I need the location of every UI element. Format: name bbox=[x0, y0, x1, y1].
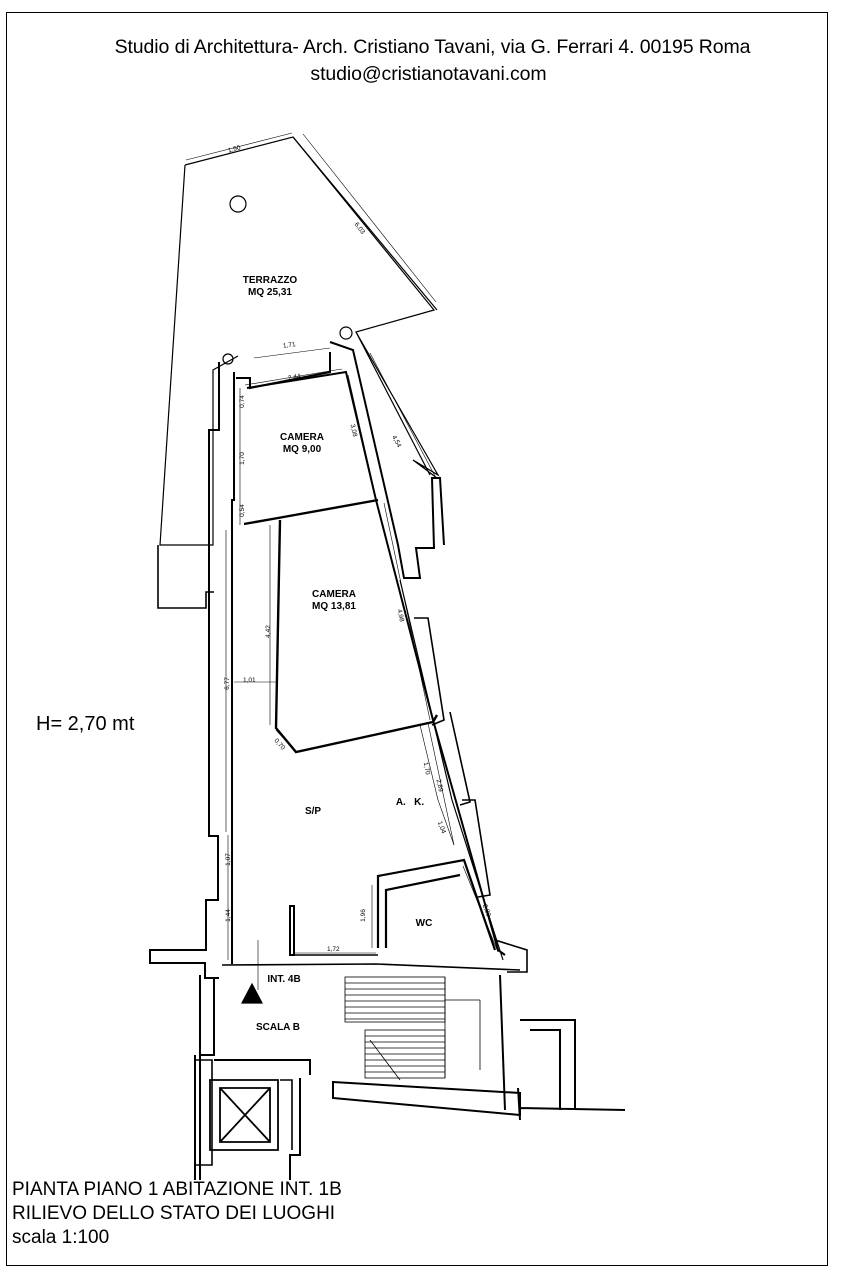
terrace-outline bbox=[184, 136, 440, 479]
elevator-shaft bbox=[209, 1079, 279, 1151]
plan-caption: PIANTA PIANO 1 ABITAZIONE INT. 1B RILIEV… bbox=[12, 1178, 342, 1250]
staircase bbox=[344, 976, 481, 1081]
studio-email: studio@cristianotavani.com bbox=[310, 63, 547, 85]
east-wall-long-outer bbox=[399, 579, 504, 961]
dim-4-42: 4,42 bbox=[264, 625, 272, 638]
east-wall-piers bbox=[414, 617, 528, 973]
dim-0-54: 0,54 bbox=[238, 504, 246, 517]
dim-0-74: 0,74 bbox=[238, 395, 246, 408]
room-terrazzo-area: MQ 25,31 bbox=[248, 287, 292, 298]
west-wall-stub bbox=[157, 545, 214, 609]
lower-left-wall bbox=[195, 1059, 293, 1166]
camera1-top-wall bbox=[236, 352, 331, 390]
room-ak: A. K. bbox=[395, 797, 425, 808]
entrance-partition bbox=[289, 905, 295, 956]
dim-1-70: 1,70 bbox=[238, 452, 246, 465]
room-sp: S/P bbox=[304, 806, 322, 817]
terrace-right-edge bbox=[292, 136, 438, 476]
dim-1-72: 1,72 bbox=[327, 946, 340, 953]
room-camera-2: CAMERA MQ 13,81 bbox=[312, 589, 356, 613]
terrace-column-small-1 bbox=[339, 326, 353, 340]
dimension-lines bbox=[185, 132, 499, 990]
entrance-arrow-icon bbox=[241, 982, 263, 1004]
terrace-left-edge bbox=[159, 164, 239, 546]
room-terrazzo: TERRAZZO MQ 25,31 bbox=[243, 275, 297, 299]
west-wall-inner bbox=[231, 372, 235, 964]
room-wc: WC bbox=[415, 918, 433, 929]
west-wall-outer bbox=[149, 362, 220, 979]
room-terrazzo-name: TERRAZZO bbox=[242, 275, 298, 286]
plan-caption-title: PIANTA PIANO 1 ABITAZIONE INT. 1B bbox=[12, 1179, 342, 1200]
studio-address: Studio di Architettura- Arch. Cristiano … bbox=[114, 36, 751, 58]
room-camera-2-name: CAMERA bbox=[312, 589, 356, 600]
terrace-column-circle bbox=[229, 195, 247, 213]
label-int: INT. 4B bbox=[267, 974, 301, 985]
camera-divider-wall bbox=[243, 498, 379, 526]
east-wall-long bbox=[375, 499, 506, 956]
drawing-frame bbox=[6, 12, 828, 1266]
wc-walls bbox=[376, 858, 497, 951]
room-camera-2-area: MQ 13,81 bbox=[312, 601, 356, 612]
dim-1-07: 1,07 bbox=[224, 853, 232, 866]
dim-1-96: 1,96 bbox=[359, 909, 367, 922]
label-scala: SCALA B bbox=[255, 1022, 301, 1033]
dim-6-77: 6,77 bbox=[223, 677, 231, 690]
terrace-column-small-2 bbox=[222, 353, 234, 365]
room-camera-1-area: MQ 9,00 bbox=[282, 444, 322, 455]
dim-1-44: 1,44 bbox=[224, 909, 232, 922]
ceiling-height-label: H= 2,70 mt bbox=[36, 713, 135, 735]
plan-caption-scale: scala 1:100 bbox=[12, 1227, 110, 1248]
entrance-wall bbox=[221, 954, 521, 971]
lower-walls bbox=[194, 974, 626, 1180]
room-camera-1: CAMERA MQ 9,00 bbox=[280, 432, 324, 456]
dim-1-01: 1,01 bbox=[243, 677, 256, 684]
plan-caption-subtitle: RILIEVO DELLO STATO DEI LUOGHI bbox=[12, 1203, 336, 1224]
room-camera-1-name: CAMERA bbox=[280, 432, 324, 443]
studio-header: Studio di Architettura- Arch. Cristiano … bbox=[0, 34, 853, 88]
